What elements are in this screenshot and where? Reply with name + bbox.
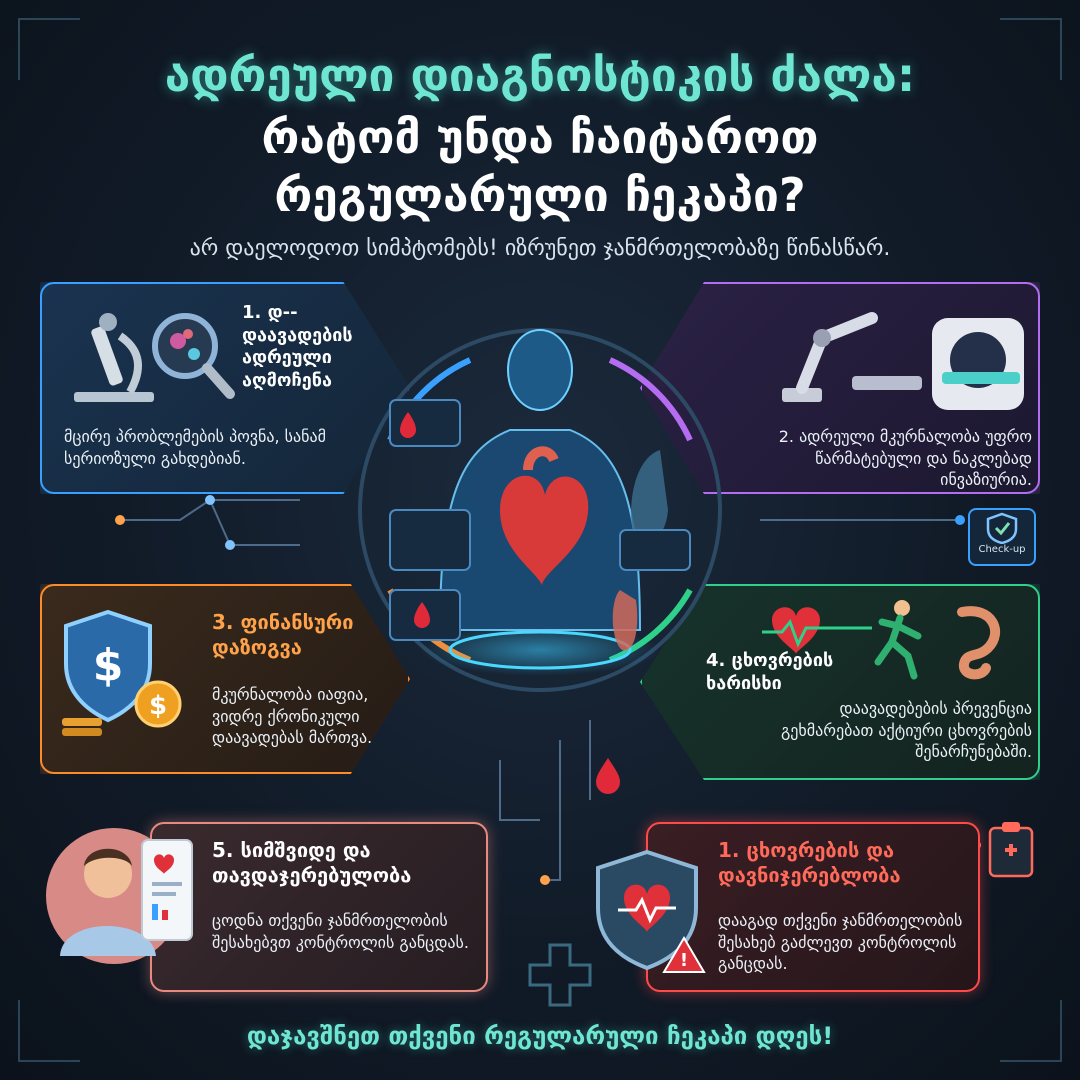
- frame-corner: [1000, 18, 1062, 80]
- card-quality-of-life: 4. ცხოვრების ხარისხი დაავადებების პრევენ…: [640, 584, 1040, 780]
- heart-pulse-icon: [762, 600, 1001, 680]
- shield-check-icon: [986, 512, 1018, 545]
- node-dot: [540, 875, 550, 885]
- blood-drop-icon: [596, 758, 620, 794]
- lungs-icon: [612, 450, 668, 651]
- frame-corner: [18, 1000, 80, 1062]
- card-title: 1. დ-- დაავადების ადრეული აღმოჩენა: [242, 302, 353, 391]
- svg-text:$: $: [93, 640, 124, 691]
- node-dot: [115, 515, 125, 525]
- card-body: ცოდნა თქვენი ჯანმრთელობის შესახებვთ კონტ…: [212, 911, 469, 952]
- node-dot: [205, 495, 215, 505]
- shield-heart-icon: !: [596, 849, 706, 973]
- body-hologram-illustration: [358, 328, 722, 692]
- card-body: 2. ადრეული მკურნალობა უფრო წარმატებული დ…: [778, 427, 1032, 490]
- microscope-icon: [74, 313, 235, 402]
- card-body: მკურნალობა იაფია, ვიდრე ქრონიკული დაავად…: [212, 685, 373, 748]
- card-early-detection: 1. დ-- დაავადების ადრეული აღმოჩენა მცირე…: [40, 282, 410, 494]
- page-title-line-3: რეგულარული ჩეკაპი?: [274, 168, 806, 222]
- checkup-badge: Check-up: [968, 508, 1036, 566]
- card-title: 4. ცხოვრების ხარისხი: [706, 650, 834, 694]
- node-dot: [225, 540, 235, 550]
- card-early-treatment: 2. ადრეული მკურნალობა უფრო წარმატებული დ…: [640, 282, 1040, 494]
- hud-panel: [619, 529, 691, 571]
- frame-corner: [1000, 1000, 1062, 1062]
- clipboard-icon: [988, 822, 1034, 878]
- card-peace-of-mind: 5. სიმშვიდე და თავდაჯერებულობა ცოდნა თქვ…: [150, 822, 488, 992]
- node-dot: [955, 515, 965, 525]
- card-financial-savings: $ $ 3. ფინანსური დაზოგვა მკურნალობა იაფი…: [40, 584, 410, 774]
- hud-panel: [389, 399, 461, 447]
- page-subtitle: არ დაელოდოთ სიმპტომებს! იზრუნეთ ჯანმრთელ…: [189, 236, 891, 261]
- svg-text:!: !: [680, 950, 688, 971]
- magnifier-icon: [152, 313, 235, 399]
- card-title: 3. ფინანსური დაზოგვა: [212, 610, 354, 659]
- person-avatar-icon: [46, 828, 193, 964]
- card-title: 5. სიმშვიდე და თავდაჯერებულობა: [212, 838, 412, 887]
- heart-organ-icon: [500, 446, 589, 585]
- card-confidence: ! 1. ცხოვრების და დავნიჯერებლობა დააგად …: [596, 822, 980, 992]
- card-body: დაავადებების პრევენცია გეხმარებათ აქტიურ…: [780, 699, 1032, 762]
- svg-text:$: $: [149, 691, 167, 721]
- page-title-line-1: ადრეული დიაგნოსტიკის ძალა:: [164, 48, 916, 102]
- card-body: მცირე პრობლემების პოვნა, სანამ სერიოზული…: [64, 427, 326, 468]
- hud-panel: [389, 509, 471, 571]
- medical-cross-icon: [528, 943, 592, 1007]
- card-title: 1. ცხოვრების და დავნიჯერებლობა: [718, 838, 901, 887]
- card-body: დააგად თქვენი ჯანმრთელობის შესახებ გაძლე…: [718, 911, 963, 974]
- runner-icon: [874, 600, 922, 680]
- human-silhouette-icon: [438, 329, 642, 631]
- robot-arm-icon: [782, 312, 1024, 410]
- page-title-line-2: რატომ უნდა ჩაიტაროთ: [261, 110, 819, 164]
- footer-cta: დაჯავშნეთ თქვენი რეგულარული ჩეკაპი დღეს!: [246, 1022, 834, 1050]
- mri-scanner-icon: [932, 318, 1024, 410]
- checkup-label: Check-up: [978, 544, 1026, 555]
- shield-dollar-icon: $ $: [62, 609, 182, 736]
- frame-corner: [18, 18, 80, 80]
